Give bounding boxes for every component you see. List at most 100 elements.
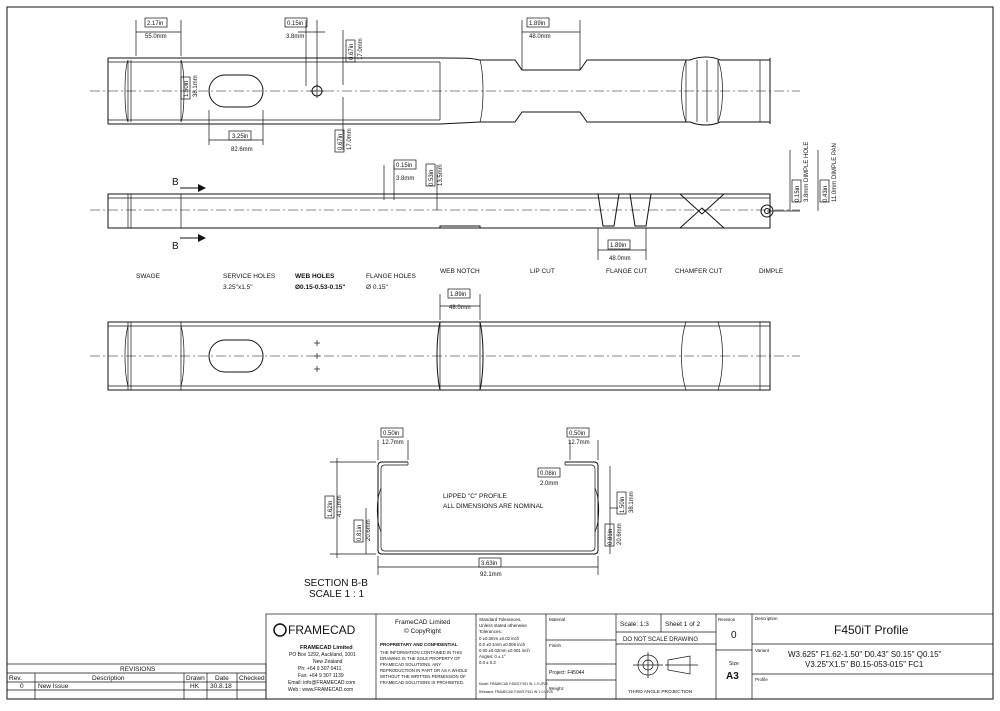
svg-text:CHAMFER CUT: CHAMFER CUT bbox=[675, 268, 722, 275]
svg-text:11.0mm DIMPLE PAN: 11.0mm DIMPLE PAN bbox=[832, 143, 838, 202]
svg-text:REVISIONS: REVISIONS bbox=[120, 666, 156, 673]
svg-text:3.63in: 3.63in bbox=[481, 561, 497, 567]
svg-text:Description: Description bbox=[92, 675, 125, 682]
svg-text:0.15in: 0.15in bbox=[396, 163, 412, 169]
svg-text:Size: Size bbox=[729, 661, 739, 667]
svg-text:FLANGE HOLES: FLANGE HOLES bbox=[366, 273, 417, 280]
svg-text:HK: HK bbox=[190, 683, 200, 690]
svg-text:1.89in: 1.89in bbox=[529, 21, 545, 27]
svg-text:3.8mm: 3.8mm bbox=[286, 34, 304, 40]
svg-text:PROPRIETARY AND CONFIDENTIAL: PROPRIETARY AND CONFIDENTIAL bbox=[380, 642, 458, 647]
side-view: B B 0.15in 3.8mm 0.53in 13.5mm 1.89in 48… bbox=[90, 142, 838, 262]
svg-text:Model: FRAMECAD F450iT-P151: Model: FRAMECAD F450iT-P151 iN: 1.0 UP25 bbox=[479, 682, 548, 686]
svg-text:0.53in: 0.53in bbox=[429, 170, 435, 186]
svg-text:20.6mm: 20.6mm bbox=[366, 519, 372, 541]
svg-text:PO Box 1292, Auckland, 1001: PO Box 1292, Auckland, 1001 bbox=[289, 652, 356, 658]
svg-text:Revision: Revision bbox=[718, 617, 736, 622]
svg-text:Scale: 1:3: Scale: 1:3 bbox=[620, 621, 649, 628]
svg-text:48.0mm: 48.0mm bbox=[529, 34, 551, 40]
svg-text:0.0 ±0.1mm ±0.006 inch: 0.0 ±0.1mm ±0.006 inch bbox=[479, 642, 526, 647]
svg-text:1.50in: 1.50in bbox=[184, 81, 190, 97]
service-hole bbox=[208, 74, 264, 108]
svg-text:Ø0.15-0.53-0.15": Ø0.15-0.53-0.15" bbox=[295, 284, 345, 291]
svg-text:30.8.18: 30.8.18 bbox=[210, 683, 232, 690]
svg-text:Ø 0.15": Ø 0.15" bbox=[366, 284, 389, 291]
projection-symbol bbox=[633, 652, 698, 678]
svg-text:THIRD ANGLE PROJECTION: THIRD ANGLE PROJECTION bbox=[628, 689, 693, 695]
svg-text:0.67in: 0.67in bbox=[338, 134, 344, 150]
svg-text:Sheet 1 of 2: Sheet 1 of 2 bbox=[665, 621, 700, 628]
svg-text:0: 0 bbox=[20, 683, 24, 690]
svg-text:FrameCAD Limited: FrameCAD Limited bbox=[395, 619, 451, 626]
svg-text:Date: Date bbox=[215, 675, 229, 682]
svg-text:Ph: +64 9 307 0411: Ph: +64 9 307 0411 bbox=[298, 666, 342, 672]
svg-text:Finish: Finish bbox=[549, 643, 562, 648]
svg-text:FRAMECAD SOLUTIONS. ANY: FRAMECAD SOLUTIONS. ANY bbox=[380, 662, 441, 667]
section-b-b: 0.50in 12.7mm 0.50in 12.7mm 0.08in 2.0mm… bbox=[304, 427, 635, 600]
svg-text:48.0mm: 48.0mm bbox=[609, 256, 631, 262]
sheet-size: A3 bbox=[726, 671, 739, 682]
svg-text:3.25"x1.5": 3.25"x1.5" bbox=[223, 284, 253, 291]
section-scale: SCALE 1 : 1 bbox=[309, 589, 364, 600]
svg-text:WITHOUT THE WRITTEN PERMISSION: WITHOUT THE WRITTEN PERMISSION OF bbox=[380, 674, 466, 679]
feature-labels: SWAGE SERVICE HOLES 3.25"x1.5" WEB HOLES… bbox=[136, 268, 784, 291]
svg-text:Description: Description bbox=[755, 616, 778, 621]
svg-text:3.25in: 3.25in bbox=[232, 134, 248, 140]
svg-text:REPRODUCTION IN PART OR AS A W: REPRODUCTION IN PART OR AS A WHOLE bbox=[380, 668, 468, 673]
drawing-title: F450iT Profile bbox=[834, 623, 909, 637]
svg-text:Variant: Variant bbox=[755, 648, 770, 653]
svg-text:Rev.: Rev. bbox=[9, 675, 22, 682]
variant-line-2: V3.25"X1.5" B0.15-053-015" FC1 bbox=[805, 660, 924, 669]
variant-line-1: W3.625" F1.62-1.50" D0.43" S0.15" Q0.15" bbox=[788, 650, 942, 659]
svg-text:DIMPLE: DIMPLE bbox=[759, 268, 784, 275]
svg-text:1.50in: 1.50in bbox=[620, 497, 626, 513]
svg-text:0.50in: 0.50in bbox=[569, 431, 585, 437]
svg-text:Checked: Checked bbox=[239, 675, 265, 682]
svg-text:38.1mm: 38.1mm bbox=[193, 75, 199, 97]
svg-text:0.00 ±0.02mm ±0.001 inch: 0.00 ±0.02mm ±0.001 inch bbox=[479, 648, 530, 653]
svg-text:1.89in: 1.89in bbox=[450, 292, 466, 298]
svg-text:0.0 ± 0.3: 0.0 ± 0.3 bbox=[479, 660, 496, 665]
sheet-border bbox=[6, 6, 994, 700]
svg-text:© CopyRight: © CopyRight bbox=[404, 627, 441, 635]
svg-text:Web : www.FRAMECAD.com: Web : www.FRAMECAD.com bbox=[288, 687, 353, 693]
svg-text:ALL DIMENSIONS ARE NOMINAL: ALL DIMENSIONS ARE NOMINAL bbox=[443, 503, 544, 510]
title-block: FRAMECAD FRAMECAD Limited PO Box 1292, A… bbox=[265, 613, 994, 700]
svg-text:1.89in: 1.89in bbox=[610, 243, 626, 249]
svg-text:0.81in: 0.81in bbox=[357, 525, 363, 541]
svg-text:Fax: +64 9 307 1139: Fax: +64 9 307 1139 bbox=[298, 673, 344, 679]
svg-text:17.0mm: 17.0mm bbox=[347, 128, 353, 150]
svg-text:FRAMECAD: FRAMECAD bbox=[288, 623, 356, 637]
svg-text:Profile: Profile bbox=[755, 677, 768, 682]
svg-text:Released: FRAMECAD F450iT-P15: Released: FRAMECAD F450iT-P151 iN: 1.0 U… bbox=[479, 690, 553, 694]
svg-text:2.0mm: 2.0mm bbox=[540, 481, 558, 487]
svg-text:13.5mm: 13.5mm bbox=[438, 164, 444, 186]
svg-text:0.67in: 0.67in bbox=[349, 44, 355, 60]
svg-text:3.8mm DIMPLE HOLE: 3.8mm DIMPLE HOLE bbox=[804, 142, 810, 202]
svg-text:41.1mm: 41.1mm bbox=[337, 495, 343, 517]
svg-text:38.1mm: 38.1mm bbox=[629, 491, 635, 513]
plan-view-bottom: 1.89in 48.0mm bbox=[90, 288, 800, 391]
svg-text:1.62in: 1.62in bbox=[328, 501, 334, 517]
svg-text:20.6mm: 20.6mm bbox=[617, 523, 623, 545]
svg-text:New Zealand: New Zealand bbox=[313, 659, 343, 665]
svg-text:17.0mm: 17.0mm bbox=[358, 38, 364, 60]
svg-text:FLANGE CUT: FLANGE CUT bbox=[606, 268, 647, 275]
svg-text:0.50in: 0.50in bbox=[383, 431, 399, 437]
svg-text:Tolerances:: Tolerances: bbox=[479, 629, 502, 634]
svg-text:Material: Material bbox=[549, 617, 565, 622]
svg-text:48.0mm: 48.0mm bbox=[449, 305, 471, 311]
svg-text:DO NOT SCALE DRAWING: DO NOT SCALE DRAWING bbox=[623, 637, 698, 643]
svg-text:SERVICE HOLES: SERVICE HOLES bbox=[223, 273, 276, 280]
svg-text:0.43in: 0.43in bbox=[823, 186, 829, 202]
svg-text:92.1mm: 92.1mm bbox=[480, 572, 502, 578]
svg-text:0.81in: 0.81in bbox=[608, 529, 614, 545]
svg-text:Unless stated otherwise: Unless stated otherwise bbox=[479, 623, 527, 628]
framecad-logo: FRAMECAD bbox=[273, 623, 356, 637]
svg-text:New Issue: New Issue bbox=[38, 683, 69, 690]
revisions-table: REVISIONS Rev. Description Drawn Date Ch… bbox=[6, 663, 267, 700]
svg-text:0.15in: 0.15in bbox=[287, 21, 303, 27]
revision-value: 0 bbox=[731, 630, 737, 641]
section-title: SECTION B-B bbox=[304, 578, 368, 589]
